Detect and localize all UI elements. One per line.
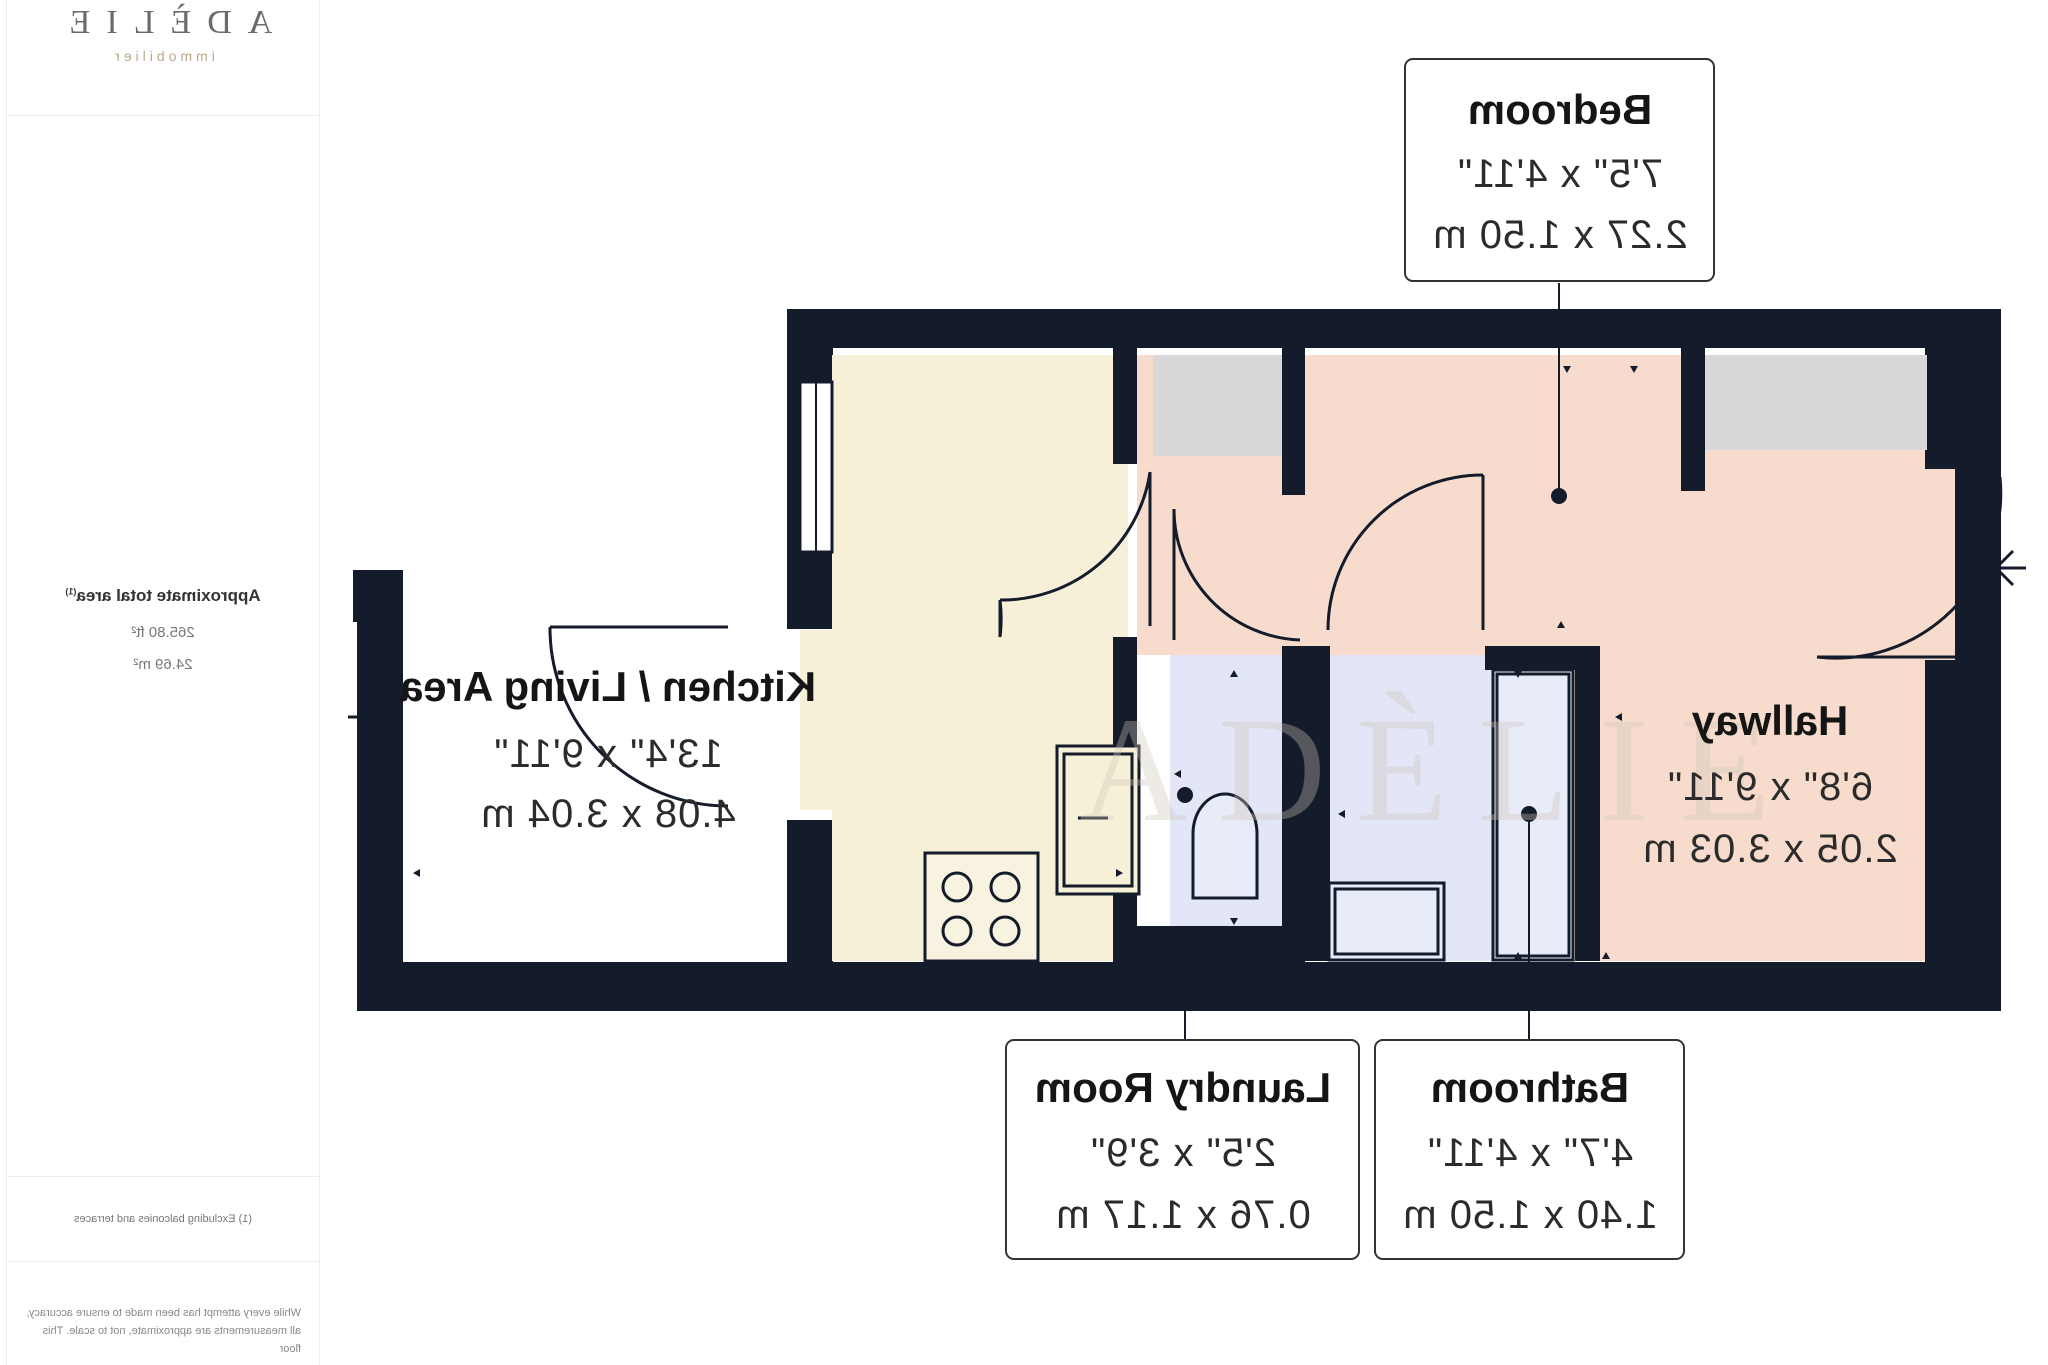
burner-4 [941,915,973,947]
burner-2 [941,871,973,903]
marker [1944,713,1951,721]
wall-right-lower [357,570,403,1011]
marker [815,953,823,960]
laundry-imperial: 2'5" x 3'9" [1090,1131,1276,1175]
marker [1557,621,1565,628]
wall-laundry-bottom [1113,926,1305,962]
bedroom-name: Bedroom [1468,86,1652,133]
wall-top [789,309,2001,348]
wall-entry-bottom [1925,660,1955,962]
sink-basin [1062,752,1134,888]
bedroom-imperial: 7'5" x 4'11" [1457,152,1663,196]
wall-bottom [357,962,2001,1011]
marker [1630,366,1638,373]
marker [1116,869,1123,877]
marker [1615,713,1622,721]
hallway-imperial: 6'8" x 9'11" [1667,765,1873,809]
door-laundry [1172,508,1301,642]
marker [1230,918,1238,925]
wall-right-corner [353,570,403,622]
marker [413,869,420,877]
stove [923,851,1040,963]
marker [1602,952,1610,959]
kitchen-entry-floor [800,630,832,810]
toilet [1191,792,1259,900]
kitchen-imperial: 13'4" x 9'11" [493,732,722,776]
bathroom-imperial: 4'7" x 4'11" [1427,1131,1633,1175]
hallway-name: Hallway [1691,697,1848,744]
sink-counter [1055,744,1141,896]
wall-closet-divider [1681,309,1705,491]
kitchen-metric: 4.08 x 3.04 m [480,792,735,836]
laundry-label-box [1005,1039,1360,1260]
bedroom-label-box [1404,58,1715,282]
wall-laundry-top [1282,309,1305,495]
marker [1338,810,1345,818]
closet-left [1153,355,1282,456]
marker [1563,366,1571,373]
wall-hall-bath [1575,646,1600,961]
door-kitchen [998,471,1152,638]
laundry-name: Laundry Room [1035,1064,1331,1111]
laundry-metric: 0.76 x 1.17 m [1055,1193,1310,1237]
entry-arrow-left-icon [348,698,381,736]
bedroom-metric: 2.27 x 1.50 m [1432,213,1687,257]
marker [1287,770,1294,778]
marker [1514,671,1522,678]
burner-3 [989,915,1021,947]
vanity [1327,881,1446,962]
doors [548,471,2003,808]
door-entry-left [548,627,729,808]
wall-laundry-right [1282,646,1305,926]
marker [815,367,823,374]
bathroom-metric: 1.40 x 1.50 m [1402,1193,1657,1237]
wall-kitchen-divider-top [1113,309,1137,464]
hallway-floor [1530,640,1955,961]
kitchen-name: Kitchen / Living Area [399,663,816,710]
bathroom-label-box [1374,1039,1685,1260]
entry-arrow-right-icon [1994,549,2026,587]
bathroom-name: Bathroom [1431,1064,1629,1111]
closet-right [1705,355,1927,450]
bathroom-fixtures [1327,668,1575,962]
door-bathroom [1326,473,1484,631]
wall-bath-left [1305,646,1330,961]
marker [1174,770,1181,778]
marker [1230,670,1238,677]
wall-entry-top [1925,309,1955,469]
leader-lines [1184,283,1560,1040]
kitchen-fixtures [923,744,1141,963]
wall-right-bottom [787,820,833,1011]
burner-1 [989,871,1021,903]
marker [1514,952,1522,959]
wall-left [1955,309,2001,1011]
vanity-basin [1333,887,1440,956]
shower-inner [1495,672,1571,958]
watermark: ADÈLIE [1079,687,1800,853]
marker-dot [1177,787,1193,803]
room-labels: Kitchen / Living Area 13'4" x 9'11" 4.08… [399,86,1897,1237]
laundry-fixtures [1191,792,1259,900]
hallway-metric: 2.05 x 3.03 m [1642,827,1897,871]
entry-arrows [348,549,2026,736]
